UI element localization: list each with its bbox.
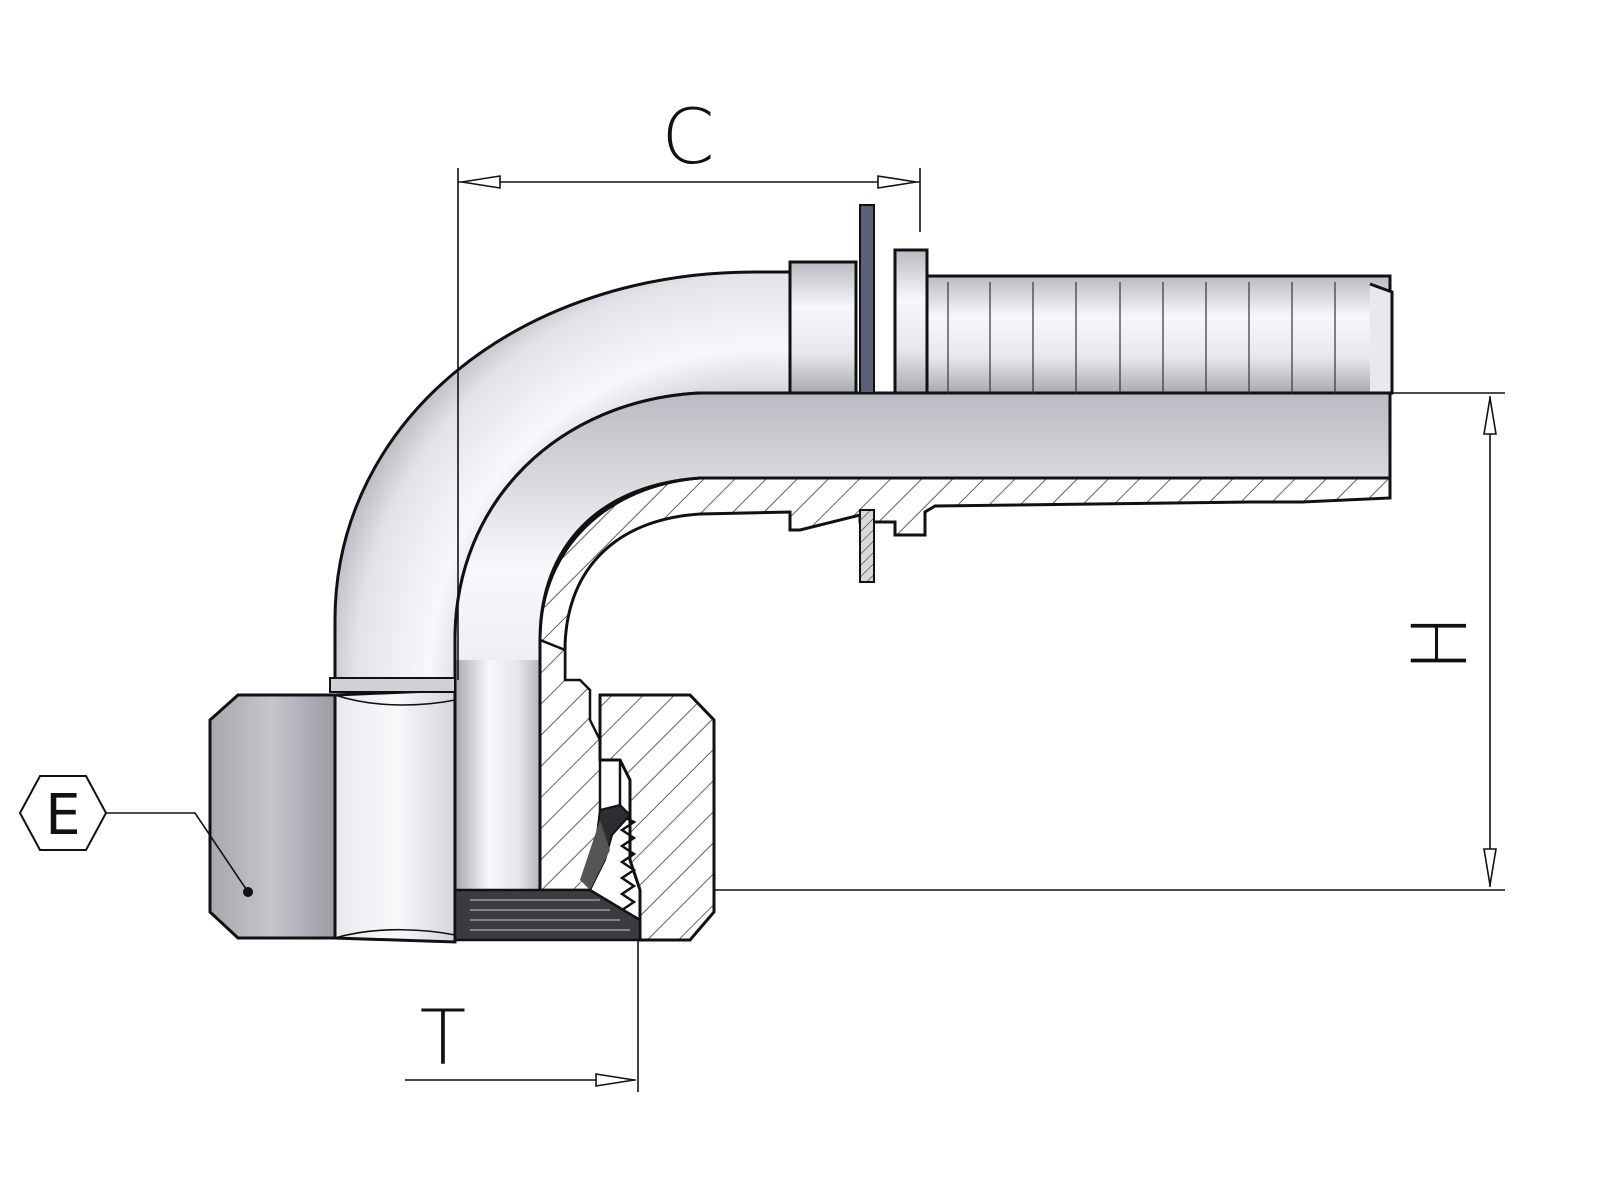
dimension-h-label: H (1395, 614, 1484, 671)
retaining-ring (859, 204, 875, 583)
dimension-t: T (405, 940, 639, 1092)
dimension-h: H (714, 392, 1505, 891)
hex-size-tag-label: E (45, 783, 80, 848)
dimension-t-label: T (420, 993, 466, 1082)
dimension-c: C (457, 92, 921, 680)
hex-size-tag: E (18, 775, 253, 897)
hex-nut (208, 677, 716, 944)
dimension-c-label: C (661, 92, 714, 181)
hose-tail (788, 248, 1394, 395)
tube-section (453, 391, 1392, 892)
